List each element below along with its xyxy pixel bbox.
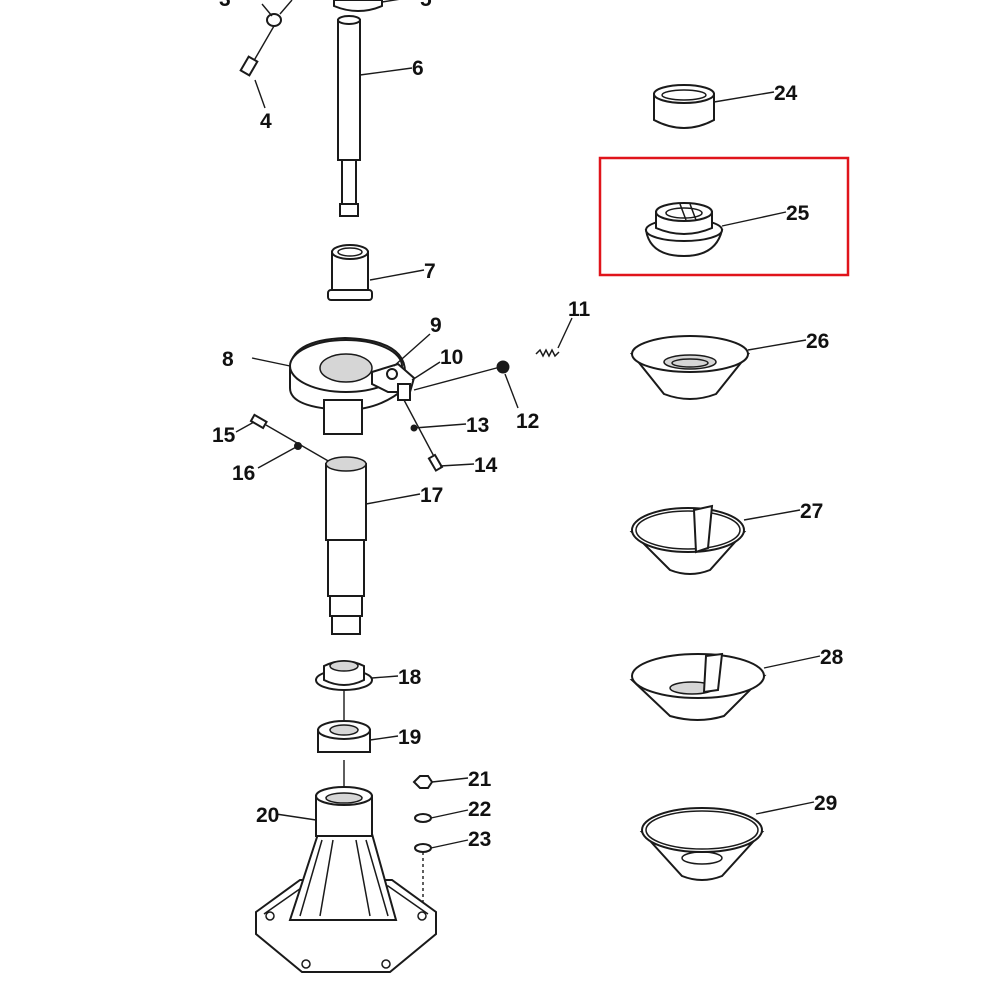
label-26: 26 [806, 330, 829, 353]
label-12: 12 [516, 410, 539, 433]
part-17-main-shaft [325, 456, 421, 635]
label-24: 24 [774, 82, 798, 105]
label-14: 14 [474, 454, 498, 477]
part-28-split-cone [629, 652, 821, 721]
part-6-shaft [337, 15, 413, 217]
part-10-link [411, 361, 441, 381]
part-top-cutoff [261, 0, 400, 27]
part-14-screw [427, 453, 475, 472]
part-9-lever [371, 333, 431, 401]
part-21-nut [412, 775, 469, 789]
label-6: 6 [412, 57, 424, 80]
part-27-split-cone [629, 504, 801, 575]
label-22: 22 [468, 798, 491, 821]
part-8-plate [251, 336, 406, 435]
label-3: 3 [219, 0, 231, 11]
label-18: 18 [398, 666, 422, 689]
part-4-pin [239, 25, 275, 109]
part-12-nut [496, 360, 519, 409]
label-7: 7 [424, 260, 436, 283]
label-5: 5 [420, 0, 432, 11]
label-10: 10 [440, 346, 463, 369]
part-22-washer [414, 809, 469, 823]
highlight-box-25 [598, 156, 850, 277]
label-20: 20 [256, 804, 279, 827]
part-7-bushing [327, 244, 425, 301]
label-15: 15 [212, 424, 236, 447]
label-25: 25 [786, 202, 810, 225]
part-19-bearing [317, 720, 399, 753]
label-11: 11 [568, 298, 591, 321]
part-13-pin [403, 399, 467, 465]
label-9: 9 [430, 314, 442, 337]
label-4: 4 [260, 110, 272, 133]
label-13: 13 [466, 414, 489, 437]
label-8: 8 [222, 348, 234, 371]
label-16: 16 [232, 462, 255, 485]
part-24-cup [653, 84, 775, 129]
part-16-ball [257, 442, 302, 469]
label-29: 29 [814, 792, 837, 815]
label-19: 19 [398, 726, 421, 749]
part-25-split-cone [644, 202, 787, 258]
label-28: 28 [820, 646, 844, 669]
label-27: 27 [800, 500, 823, 523]
label-23: 23 [468, 828, 491, 851]
part-29-cone [639, 801, 815, 881]
part-26-cone [629, 335, 807, 400]
part-18-seal-cap [315, 660, 399, 691]
part-20-housing [255, 786, 437, 973]
label-21: 21 [468, 768, 492, 791]
label-17: 17 [420, 484, 443, 507]
part-11-spring [413, 317, 573, 391]
part-23-washer [414, 839, 469, 906]
